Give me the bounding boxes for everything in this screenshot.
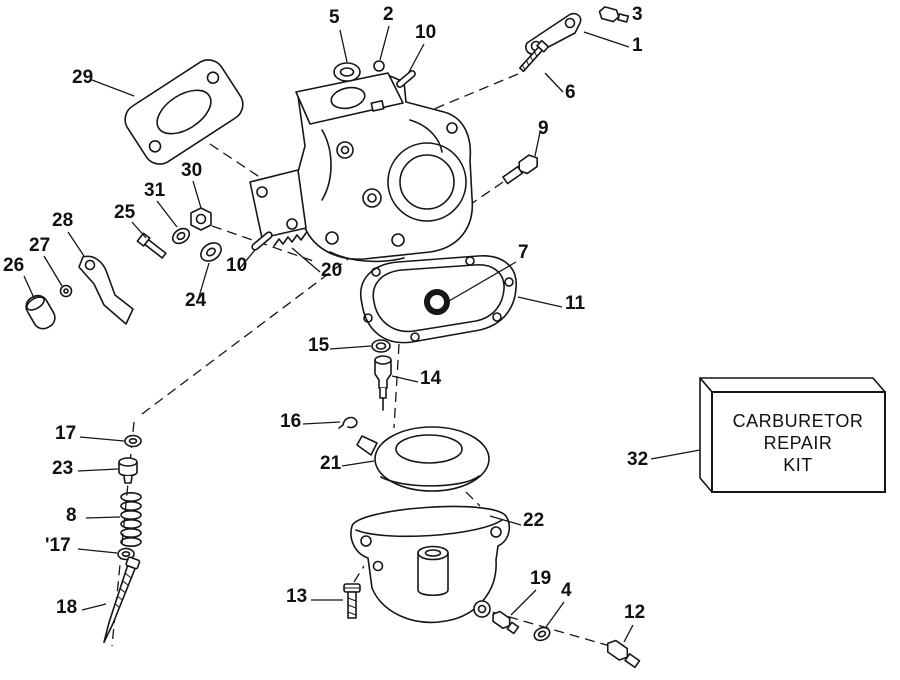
part-screw-9 (502, 154, 539, 185)
part-bolt-12 (606, 639, 641, 669)
callout-2: 2 (383, 4, 394, 25)
callout-21: 21 (320, 453, 342, 474)
part-nut-30 (190, 207, 212, 231)
callout-29: 29 (72, 67, 93, 88)
part-float-bowl-22 (350, 505, 511, 623)
callout-16: 16 (280, 411, 301, 432)
callout-12: 12 (624, 602, 645, 623)
callout-11: 11 (565, 293, 586, 314)
kit-box-line2: REPAIR (764, 433, 833, 453)
part-ball-2 (373, 60, 385, 72)
callout-22: 22 (523, 510, 544, 531)
callout-4: 4 (561, 580, 572, 601)
callout-31: 31 (144, 180, 166, 201)
part-pin-10-link (251, 231, 273, 251)
callout-24: 24 (185, 290, 207, 311)
callout-9: 9 (538, 118, 549, 139)
part-needle-valve-14 (374, 355, 392, 411)
part-plug-19 (492, 610, 520, 635)
callout-5: 5 (329, 7, 340, 28)
callout-26: 26 (3, 255, 24, 276)
callout-8: 8 (66, 505, 77, 526)
kit-box-line1: CARBURETOR (733, 411, 864, 431)
kit-box-line3: KIT (783, 455, 813, 475)
part-clip-16 (338, 416, 358, 429)
part-needle-18 (103, 556, 141, 644)
callout-25: 25 (114, 202, 136, 223)
part-washer-24 (200, 242, 222, 262)
callout-30: 30 (181, 160, 202, 181)
callout-3: 3 (632, 4, 643, 25)
part-carburetor-body (249, 72, 474, 263)
part-washer-27 (59, 284, 73, 298)
part-diaphragm-gasket-11 (359, 255, 517, 344)
part-seal-5 (333, 62, 361, 82)
callout-27: 27 (29, 235, 50, 256)
callout-23: 23 (52, 458, 73, 479)
part-spring-20 (273, 232, 307, 247)
callout-14: 14 (420, 368, 442, 389)
part-pin-10-top (396, 70, 416, 88)
part-washer-31 (171, 227, 191, 245)
part-packing-nut-23 (118, 457, 138, 484)
callout-28: 28 (52, 210, 73, 231)
part-flange-gasket-29 (124, 59, 244, 165)
callout-13: 13 (286, 586, 307, 607)
part-float-21 (356, 426, 490, 492)
part-washer-15 (371, 339, 391, 353)
part-washer-4 (533, 626, 551, 642)
callout-17b: '17 (45, 535, 71, 556)
callout-19: 19 (530, 568, 551, 589)
callout-7: 7 (518, 242, 529, 263)
callout-6: 6 (565, 82, 576, 103)
callout-leader-lines (23, 14, 701, 643)
part-spring-8 (120, 491, 142, 547)
part-screw-25 (136, 232, 167, 259)
part-bracket-1 (525, 12, 582, 55)
callout-10a: 10 (415, 22, 436, 43)
callout-20: 20 (321, 260, 342, 281)
part-screw-13 (343, 583, 361, 619)
part-roller-26 (25, 294, 56, 330)
callout-1: 1 (632, 35, 643, 56)
part-washer-17 (124, 434, 142, 448)
callout-18: 18 (56, 597, 77, 618)
callout-32: 32 (627, 449, 648, 470)
part-screw-6 (518, 39, 550, 73)
part-diaphragm-center-7 (424, 289, 450, 315)
callout-10b: 10 (226, 255, 247, 276)
callout-15: 15 (308, 335, 330, 356)
part-cam-follower-28 (78, 255, 134, 325)
callout-17: 17 (55, 423, 76, 444)
repair-kit-box: CARBURETOR REPAIR KIT (699, 377, 886, 493)
